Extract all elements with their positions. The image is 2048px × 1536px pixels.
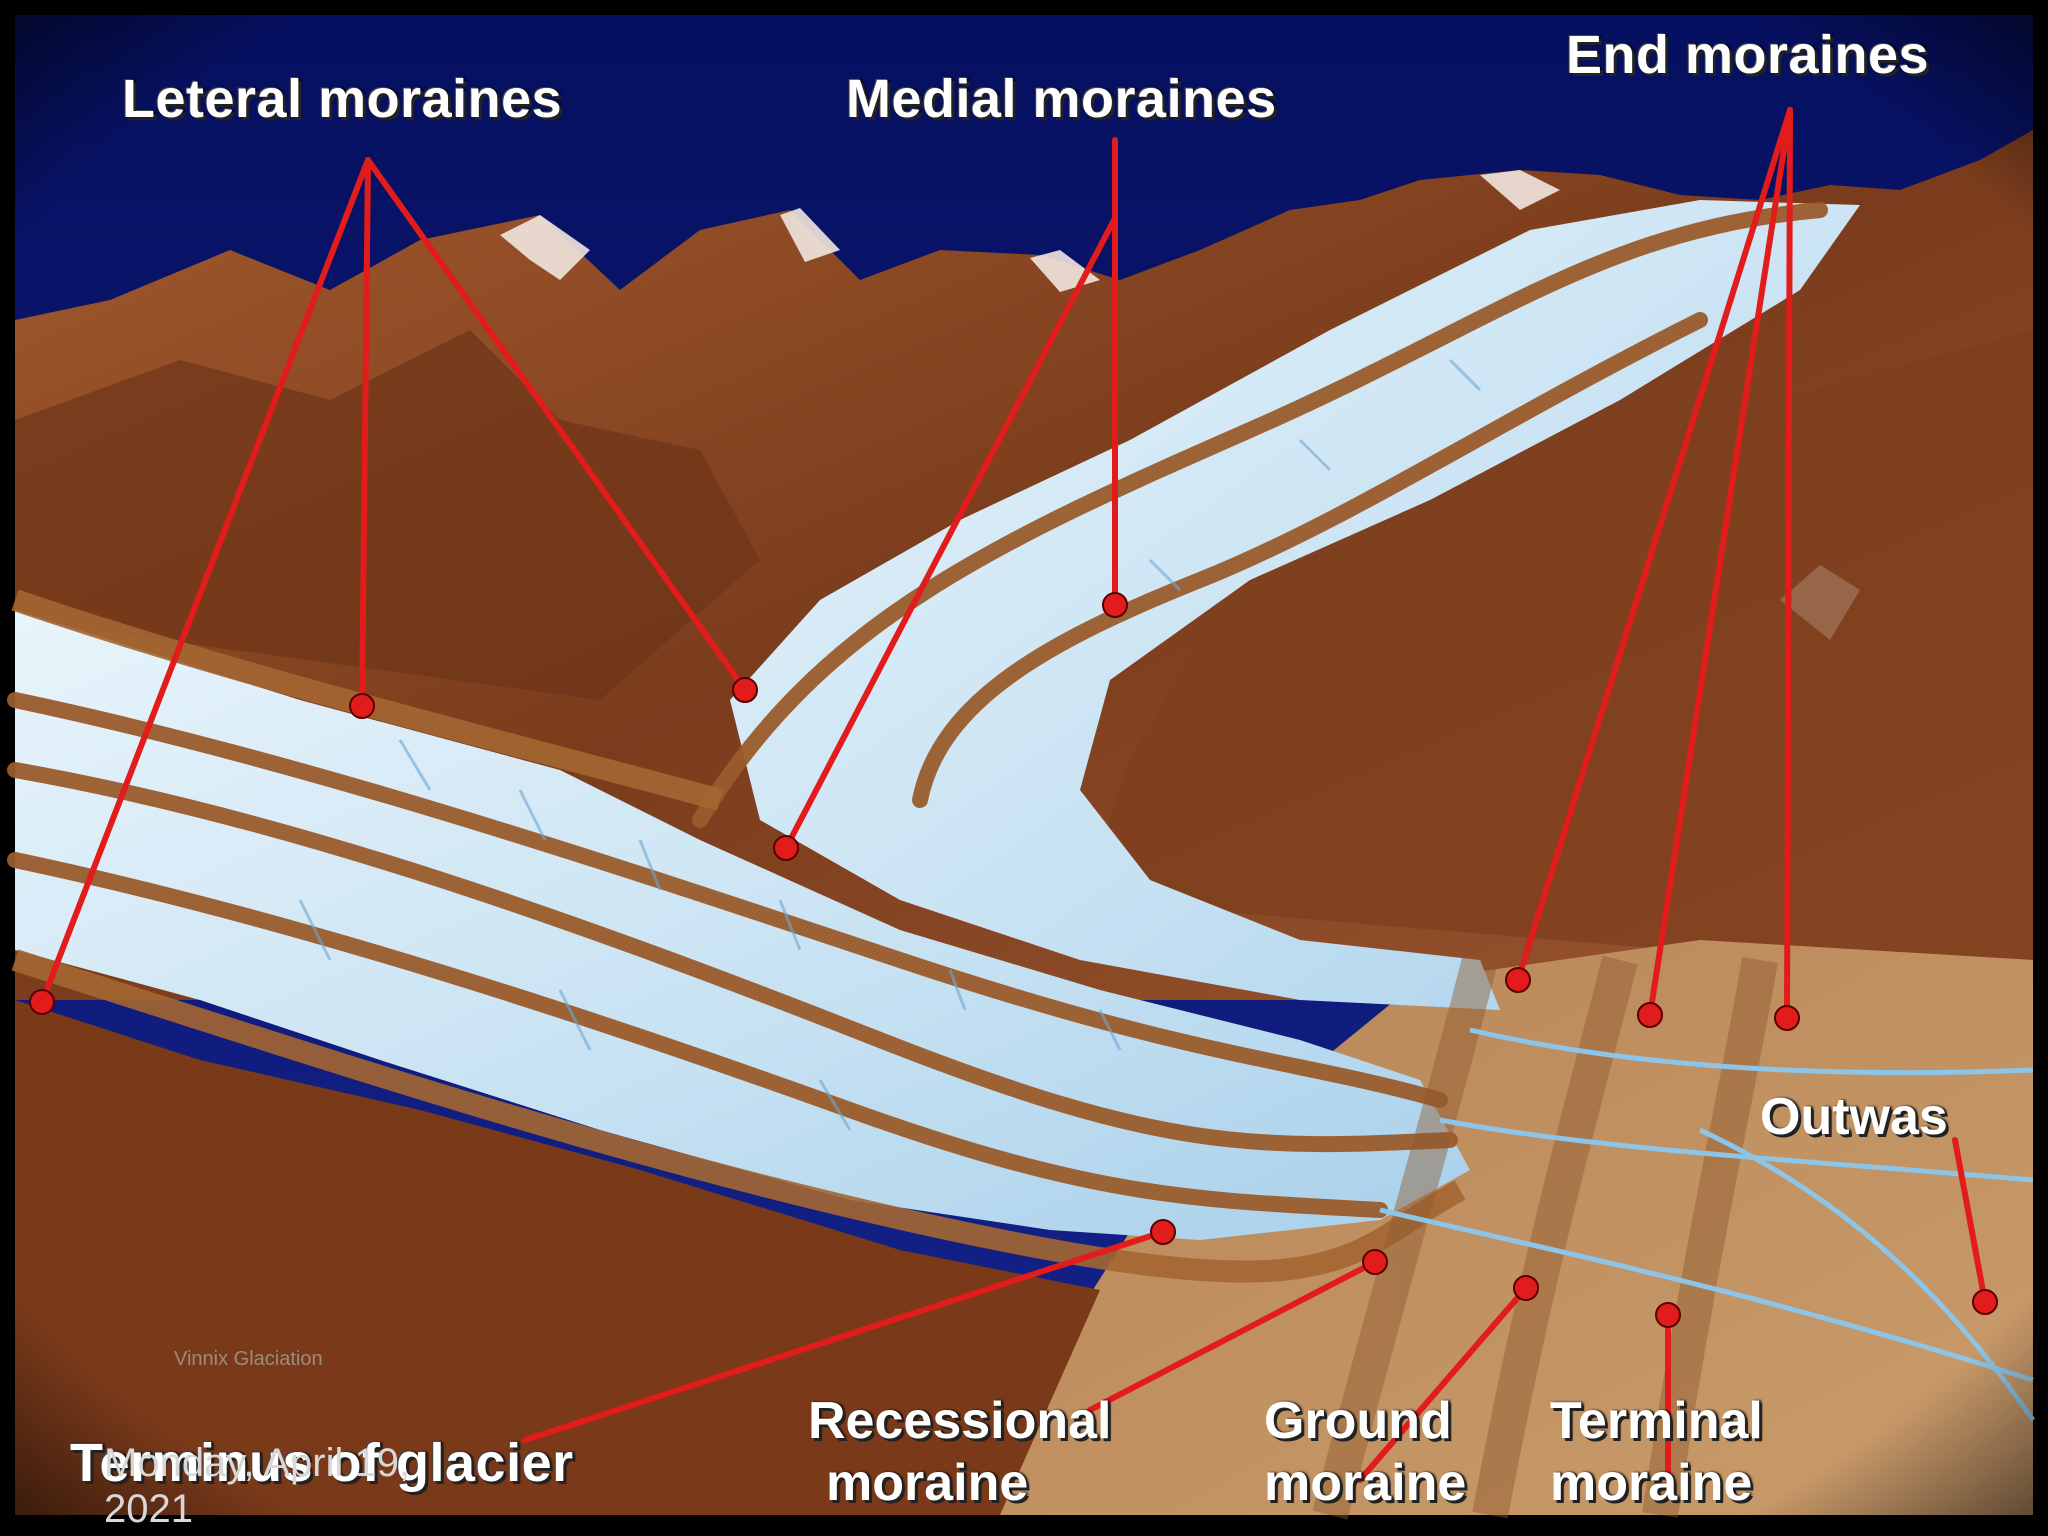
dot-recessional — [1362, 1249, 1388, 1275]
dot-end-3 — [1774, 1005, 1800, 1031]
label-recessional-line2: moraine — [826, 1454, 1029, 1512]
dot-lateral-2 — [349, 693, 375, 719]
dot-outwash — [1972, 1289, 1998, 1315]
dot-lateral-3 — [732, 677, 758, 703]
label-terminal-line1: Terminal — [1550, 1392, 1763, 1450]
label-outwash: Outwas — [1760, 1088, 1948, 1146]
dot-medial-2 — [1102, 592, 1128, 618]
dot-ground — [1513, 1275, 1539, 1301]
label-ground-line2: moraine — [1264, 1454, 1467, 1512]
pointer-lines — [39, 107, 1988, 1483]
label-recessional-line1: Recessional — [808, 1392, 1112, 1450]
label-medial-moraines: Medial moraines — [846, 69, 1277, 129]
label-terminal-line2: moraine — [1550, 1454, 1753, 1512]
dot-terminal — [1655, 1302, 1681, 1328]
pointer-dots — [29, 592, 1998, 1328]
dot-lateral-1 — [29, 989, 55, 1015]
dot-end-1 — [1505, 967, 1531, 993]
slide-footer-text: Vinnix Glaciation — [174, 1348, 323, 1370]
label-ground-line1: Ground — [1264, 1392, 1452, 1450]
label-lateral-moraines: Leteral moraines — [122, 69, 563, 129]
label-end-moraines: End moraines — [1566, 25, 1930, 85]
dot-terminus — [1150, 1219, 1176, 1245]
slide-date: Monday, April 19, 2021 — [104, 1441, 411, 1531]
label-terminus: Terminus of glacier — [70, 1433, 574, 1493]
dot-medial-1 — [773, 835, 799, 861]
dot-end-2 — [1637, 1002, 1663, 1028]
